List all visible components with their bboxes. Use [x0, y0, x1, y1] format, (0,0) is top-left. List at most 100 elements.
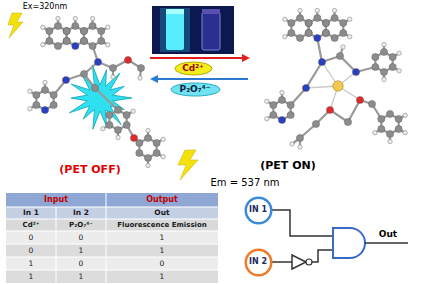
table-cell: 0	[29, 234, 34, 242]
table-cell-box: 0	[6, 231, 56, 244]
table-cell-box: 0	[6, 244, 56, 257]
atom	[46, 27, 53, 34]
atom	[287, 101, 294, 108]
atom	[298, 145, 302, 149]
output-wire	[365, 242, 408, 244]
table-cell-box: Out	[106, 207, 218, 219]
arrow-head	[150, 75, 158, 83]
atom	[305, 19, 312, 26]
table-cell: Cd²⁺	[23, 222, 40, 229]
arrow-head	[242, 54, 250, 62]
atom	[89, 22, 96, 29]
atom	[41, 86, 48, 93]
table-cell-box: 1	[106, 270, 218, 283]
node-content: IN 1	[244, 196, 273, 225]
not-bubble	[306, 259, 312, 265]
atom	[302, 84, 309, 91]
table-cell: In 1	[23, 209, 39, 217]
atom	[314, 14, 321, 21]
atom	[298, 8, 302, 12]
table-cell: 1	[29, 260, 34, 268]
table-cell: 1	[160, 234, 165, 242]
atom	[278, 96, 285, 103]
atom	[131, 109, 135, 113]
state-label-box: (PET ON)	[252, 158, 324, 172]
atom	[296, 14, 303, 21]
atom	[130, 134, 137, 141]
table-cell-box: 1	[56, 270, 106, 283]
atom	[397, 69, 401, 73]
atom	[352, 68, 359, 75]
table-row	[6, 219, 218, 231]
atom	[94, 58, 101, 65]
atom	[326, 106, 333, 113]
fluorescent-vial	[166, 12, 184, 50]
atom	[72, 22, 79, 29]
atom	[389, 63, 396, 70]
grid-line	[6, 270, 218, 271]
atom	[265, 99, 269, 103]
atom	[296, 134, 303, 141]
wire	[272, 210, 333, 236]
input-circle: IN 2	[244, 248, 273, 277]
atom	[403, 131, 407, 135]
grid-line	[6, 231, 218, 232]
table-header-box: Input	[6, 193, 106, 207]
table-cell-box: 0	[56, 257, 106, 270]
atom	[72, 42, 79, 49]
table-cell: P₂O₇⁴⁻	[69, 222, 93, 229]
atom	[344, 118, 351, 125]
atom	[50, 101, 57, 108]
ion-ellipse: P₂O₇⁴⁻	[170, 82, 221, 97]
grid-line	[6, 219, 218, 220]
table-cell-box: 1	[106, 244, 218, 257]
excitation-label-box: Ex=320nm	[20, 1, 70, 12]
atom	[62, 76, 69, 83]
table-row	[6, 270, 218, 283]
atom	[395, 115, 402, 122]
atom	[28, 107, 32, 111]
table-cell: In 2	[73, 209, 89, 217]
bond	[95, 88, 118, 110]
atom	[80, 37, 87, 44]
atom	[80, 27, 87, 34]
grid-line	[56, 207, 57, 283]
table-cell-box: 1	[56, 244, 106, 257]
atom	[41, 43, 45, 47]
atom	[63, 37, 70, 44]
atom	[136, 149, 143, 156]
cadmium-atom	[333, 81, 343, 91]
emission-label-box: Em = 537 nm	[205, 176, 285, 189]
table-cell: 0	[160, 260, 165, 268]
atom	[283, 35, 287, 39]
grid-line	[6, 207, 218, 208]
atom	[46, 37, 53, 44]
atom	[73, 16, 77, 20]
excitation-label: Ex=320nm	[23, 3, 68, 11]
atom	[63, 37, 70, 44]
output-label-box: Out	[370, 228, 406, 240]
atom	[380, 48, 387, 55]
atom	[322, 19, 329, 26]
atom	[322, 29, 329, 36]
table-cell: 1	[29, 273, 34, 281]
state-label: (PET OFF)	[59, 164, 120, 175]
atom	[54, 42, 61, 49]
atom	[109, 64, 116, 71]
atom	[395, 125, 402, 132]
excitation-bolt	[8, 13, 23, 38]
atom	[114, 106, 121, 113]
atom	[80, 27, 87, 34]
atom	[389, 53, 396, 60]
atom	[287, 111, 294, 118]
atom	[101, 127, 105, 131]
atom	[161, 137, 165, 141]
atom	[153, 149, 160, 156]
table-row	[6, 231, 218, 244]
atom	[28, 89, 32, 93]
emission-label: Em = 537 nm	[210, 178, 279, 188]
atom	[386, 130, 393, 137]
atom	[33, 101, 40, 108]
atom	[54, 22, 61, 29]
